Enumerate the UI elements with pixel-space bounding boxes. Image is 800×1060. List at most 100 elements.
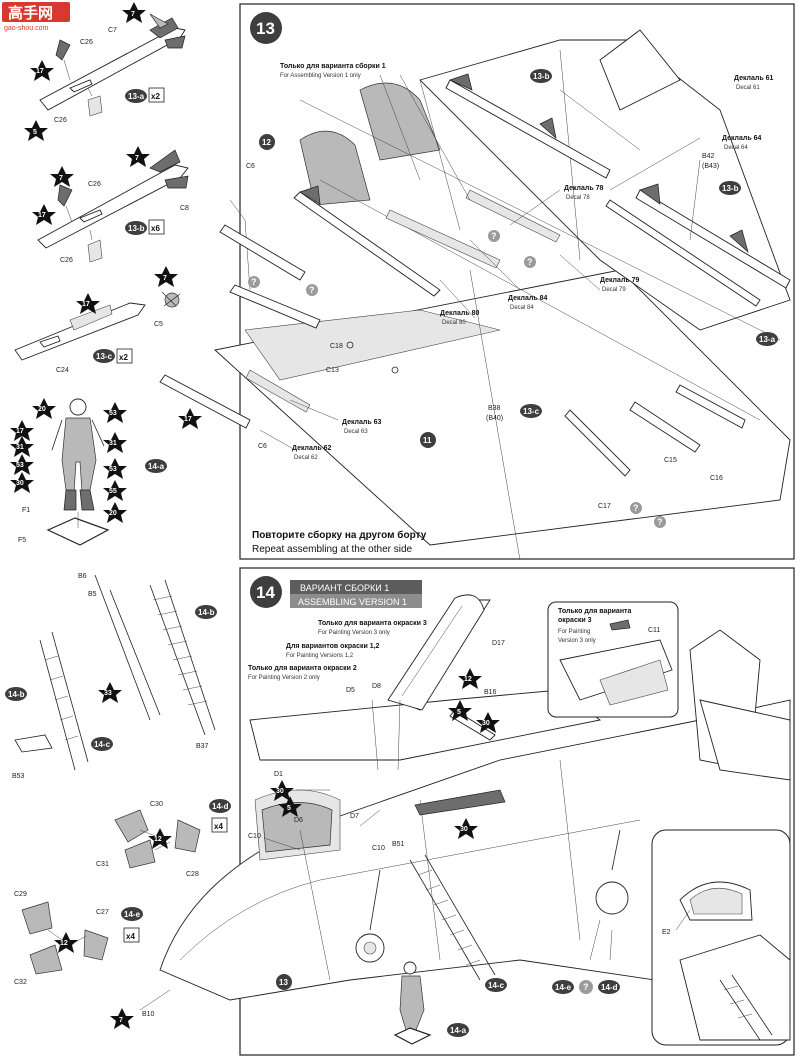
mult-13a: x2 <box>148 87 165 103</box>
ref-13: 13 <box>276 974 292 990</box>
svg-text:7: 7 <box>59 175 63 182</box>
label-c5: C5 <box>154 321 163 328</box>
svg-text:Version 3 only: Version 3 only <box>558 638 596 644</box>
star-marker: 17 <box>32 204 56 225</box>
star-marker: 17 <box>10 420 34 441</box>
question-marker: ? <box>488 230 500 242</box>
step14-part-labels: D17 D5 D8 B16 D1 D6 D7 C10 C10 B51 B10 <box>142 640 505 1018</box>
svg-text:ВАРИАНТ СБОРКИ 1: ВАРИАНТ СБОРКИ 1 <box>300 583 389 593</box>
step13-part-labels: C6 C6 B42 (B43) C18 C13 B38 (B40) C15 C1… <box>246 153 723 510</box>
star-marker: 12 <box>458 668 482 689</box>
svg-text:D8: D8 <box>372 683 381 690</box>
svg-text:14-a: 14-a <box>450 1026 467 1035</box>
ref-14b: 14-b <box>195 605 217 619</box>
question-marker: ? <box>579 980 593 994</box>
label-b6: B6 <box>78 573 87 580</box>
svg-text:D6: D6 <box>294 817 303 824</box>
svg-text:?: ? <box>491 231 497 241</box>
svg-text:Деклаль 79: Деклаль 79 <box>600 277 639 284</box>
step13-number: 13 <box>250 12 282 44</box>
question-marker: ? <box>306 284 318 296</box>
label-c26-bot: C26 <box>54 117 67 124</box>
svg-text:17: 17 <box>38 212 46 219</box>
svg-text:D7: D7 <box>350 813 359 820</box>
svg-text:14-e: 14-e <box>124 910 141 919</box>
svg-text:(B40): (B40) <box>486 415 503 422</box>
svg-text:7: 7 <box>119 1017 123 1024</box>
svg-text:Деклаль 78: Деклаль 78 <box>564 185 603 192</box>
watermark-logo-text: 高手网 <box>8 4 53 22</box>
svg-text:?: ? <box>657 517 663 527</box>
star-marker: 7 <box>122 2 146 23</box>
svg-text:D17: D17 <box>492 640 505 647</box>
svg-text:E2: E2 <box>662 929 671 936</box>
label-f5: F5 <box>18 537 26 544</box>
star-marker: 53 <box>10 454 34 475</box>
svg-text:13-a: 13-a <box>759 335 776 344</box>
step14-inset-canopy: E2 <box>651 829 791 1046</box>
paint3-ru: Только для варианта окраски 3 <box>318 620 427 627</box>
svg-text:Decal 61: Decal 61 <box>736 85 760 91</box>
svg-text:Decal 80: Decal 80 <box>442 320 466 326</box>
star-marker: 55 <box>103 480 127 501</box>
star-marker: 31 <box>10 436 34 457</box>
svg-text:Деклаль 61: Деклаль 61 <box>734 75 773 82</box>
svg-text:17: 17 <box>16 428 24 435</box>
svg-text:C10: C10 <box>372 845 385 852</box>
svg-text:Деклаль 84: Деклаль 84 <box>508 295 547 302</box>
svg-text:17: 17 <box>184 416 192 423</box>
step14-canopy-drawing <box>387 594 496 741</box>
step13-repeat-en: Repeat assembling at the other side <box>252 544 413 555</box>
svg-text:C6: C6 <box>246 163 255 170</box>
star-marker: 12 <box>54 932 78 953</box>
ref-14e: 14-e <box>552 980 574 994</box>
svg-text:13-b: 13-b <box>722 184 739 193</box>
svg-text:5: 5 <box>33 129 37 136</box>
svg-text:(B43): (B43) <box>702 163 719 170</box>
svg-text:17: 17 <box>82 301 90 308</box>
step13-aircraft-drawing <box>214 29 791 561</box>
mult-13b: x6 <box>148 219 165 235</box>
star-marker: 7 <box>154 266 178 287</box>
svg-text:B10: B10 <box>142 1011 155 1018</box>
paint2-ru: Только для варианта окраски 2 <box>248 665 357 672</box>
step14-banner: ВАРИАНТ СБОРКИ 1 ASSEMBLING VERSION 1 <box>290 580 422 608</box>
question-marker: ? <box>248 276 260 288</box>
ref-14c: 14-c <box>91 737 113 751</box>
svg-text:Деклаль 64: Деклаль 64 <box>722 135 761 142</box>
ref-13a: 13-a <box>756 332 778 346</box>
svg-text:30: 30 <box>482 720 490 727</box>
label-c30: C30 <box>150 801 163 808</box>
svg-text:20: 20 <box>38 406 46 413</box>
ref-14b-left: 14-b <box>5 687 27 701</box>
svg-text:14-a: 14-a <box>148 462 165 471</box>
svg-text:B38: B38 <box>488 405 501 412</box>
svg-text:x4: x4 <box>126 932 135 941</box>
label-c7: C7 <box>108 27 117 34</box>
svg-text:x6: x6 <box>151 224 160 233</box>
ref-14a: 14-a <box>145 459 167 473</box>
svg-text:Decal 78: Decal 78 <box>566 195 590 201</box>
ref-13b-right: 13-b <box>719 181 741 195</box>
svg-text:x2: x2 <box>151 92 160 101</box>
ref-14d: 14-d <box>209 799 231 813</box>
label-c31: C31 <box>96 861 109 868</box>
svg-text:13: 13 <box>279 978 288 987</box>
svg-text:14-d: 14-d <box>212 802 229 811</box>
svg-text:окраски 3: окраски 3 <box>558 617 592 624</box>
star-marker: 17 <box>30 60 54 81</box>
svg-text:14-c: 14-c <box>94 740 111 749</box>
label-c26-top: C26 <box>88 181 101 188</box>
star-marker: 5 <box>448 700 472 721</box>
star-marker: 33 <box>98 682 122 703</box>
svg-text:11: 11 <box>423 436 432 445</box>
step14-leaders <box>139 699 691 1011</box>
svg-text:53: 53 <box>109 410 117 417</box>
svg-text:7: 7 <box>135 155 139 162</box>
question-marker: ? <box>524 256 536 268</box>
svg-text:B51: B51 <box>392 841 405 848</box>
question-marker: ? <box>630 502 642 514</box>
svg-text:For Painting: For Painting <box>558 629 590 635</box>
star-marker: 7 <box>126 146 150 167</box>
paint2-en: For Painting Version 2 only <box>248 675 320 681</box>
